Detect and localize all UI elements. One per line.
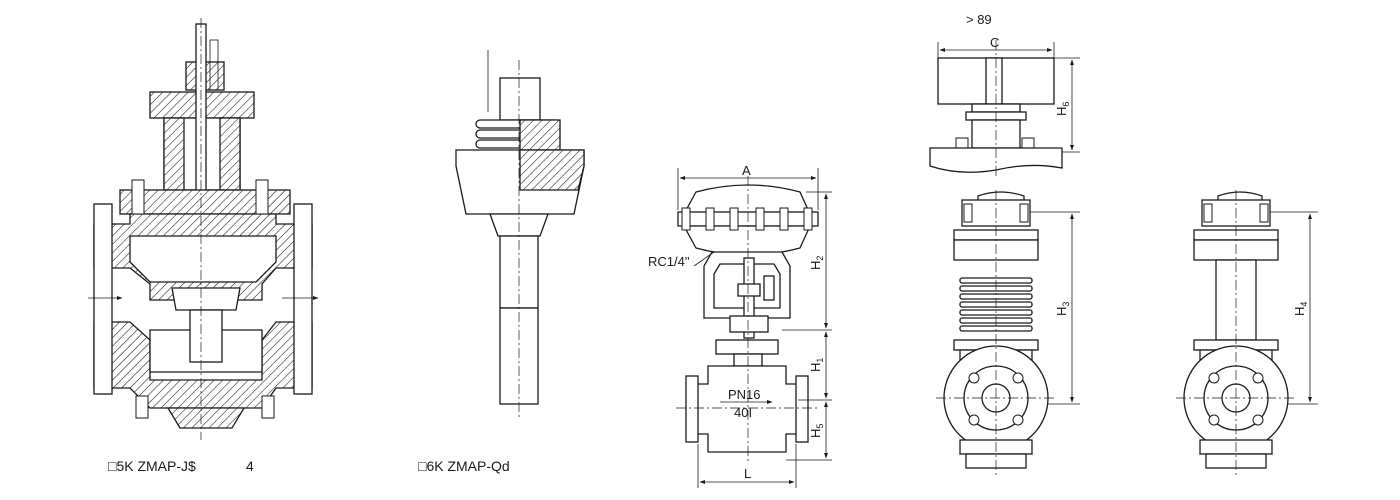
view-2-bonnet-section: □6K ZMAP-Qd [418,50,585,474]
svg-text:H6: H6 [1054,102,1071,116]
dim-label-H3: H3 [1054,302,1071,316]
right-flange [795,375,809,443]
fin-section [519,119,561,151]
flange-bolt-hole [1208,414,1220,426]
dim-H3-letter: H [1054,307,1069,316]
port-label: RC1/4" [648,254,690,269]
dim-H4-letter: H [1292,307,1307,316]
bolt [261,395,275,419]
upper-cavity [129,235,277,283]
flange-bolt-hole [1252,414,1264,426]
flange-bolt-hole [968,372,980,384]
view-1-sectional-valve: □5K ZMAP-J$ 4 [88,18,319,474]
bolt [135,395,149,419]
yoke-nut [729,315,769,333]
svg-text:H5: H5 [808,424,825,438]
bolt [755,207,765,231]
left-flange [685,375,699,443]
left-flange [93,203,113,395]
dim-H5-letter: H [808,429,823,438]
dim-label-A: A [742,163,751,178]
bolt [681,207,691,231]
dim-H4-subscript: 4 [1299,302,1309,307]
bolt [1203,203,1213,223]
view-1-caption: □5K ZMAP-J$ [108,458,196,474]
bolt [255,179,269,215]
position-indicator [763,275,775,301]
view-4-bellows-valve: > 89 C H6 [929,12,1080,476]
dim-label-L: L [744,466,751,481]
bolt [963,203,973,223]
svg-text:H2: H2 [808,256,825,270]
dim-H2-subscript: 2 [815,256,825,261]
svg-text:H4: H4 [1292,302,1309,316]
bolt [705,207,715,231]
bolt [131,179,145,215]
flange-bolt-hole [1208,372,1220,384]
bolt [729,207,739,231]
actuator-stem [743,257,755,339]
handwheel-hub [985,57,1003,105]
pn-sub-label: 40I [734,405,752,420]
pn-label: PN16 [728,387,761,402]
view-5-extended-bonnet-valve: H4 [1176,190,1318,476]
dim-H6-letter: H [1054,107,1069,116]
dim-H3-subscript: 3 [1061,302,1071,307]
dim-label-H5: H5 [808,424,825,438]
view-1-caption-suffix: 4 [246,458,254,474]
dim-label-H4: H4 [1292,302,1309,316]
actuator-top-cover [682,184,812,215]
svg-text:H1: H1 [808,358,825,372]
view-2-caption: □6K ZMAP-Qd [418,458,510,474]
dim-label-C: C [990,35,999,50]
bolt [779,207,789,231]
flange-bolt-hole [1012,372,1024,384]
bonnet-wall-left [163,117,185,191]
actuator-bottom-cover [682,225,812,256]
port-leader [693,251,715,267]
plug-skirt [189,309,223,363]
bottom-cap [166,407,246,429]
view-3-actuator-assembly: PN16 40I A RC1/4" H2 H1 H5 L [648,163,832,488]
right-flange [293,203,313,395]
bonnet-section-hatch [519,149,585,191]
dim-H5-subscript: 5 [815,424,825,429]
dim-label-H1: H1 [808,358,825,372]
svg-text:H3: H3 [1054,302,1071,316]
bonnet-wall-right [219,117,241,191]
dim-H1-letter: H [808,363,823,372]
stem-guide [209,39,219,91]
bolt [803,207,813,231]
dim-H2-letter: H [808,261,823,270]
valve-plug [171,287,241,311]
stem-housing [499,77,541,121]
dim-H6-subscript: 6 [1061,102,1071,107]
dim-label-H6: H6 [1054,102,1071,116]
flange-bolt-hole [968,414,980,426]
flange-bolt-hole [1012,414,1024,426]
flange-bolt-hole [1252,372,1264,384]
bolt [1259,203,1269,223]
dim-H1-subscript: 1 [815,358,825,363]
bonnet-flange [715,339,779,355]
dim-label-H2: H2 [808,256,825,270]
top-note: > 89 [966,12,992,27]
stem-connector [737,283,761,297]
bolt [1019,203,1029,223]
